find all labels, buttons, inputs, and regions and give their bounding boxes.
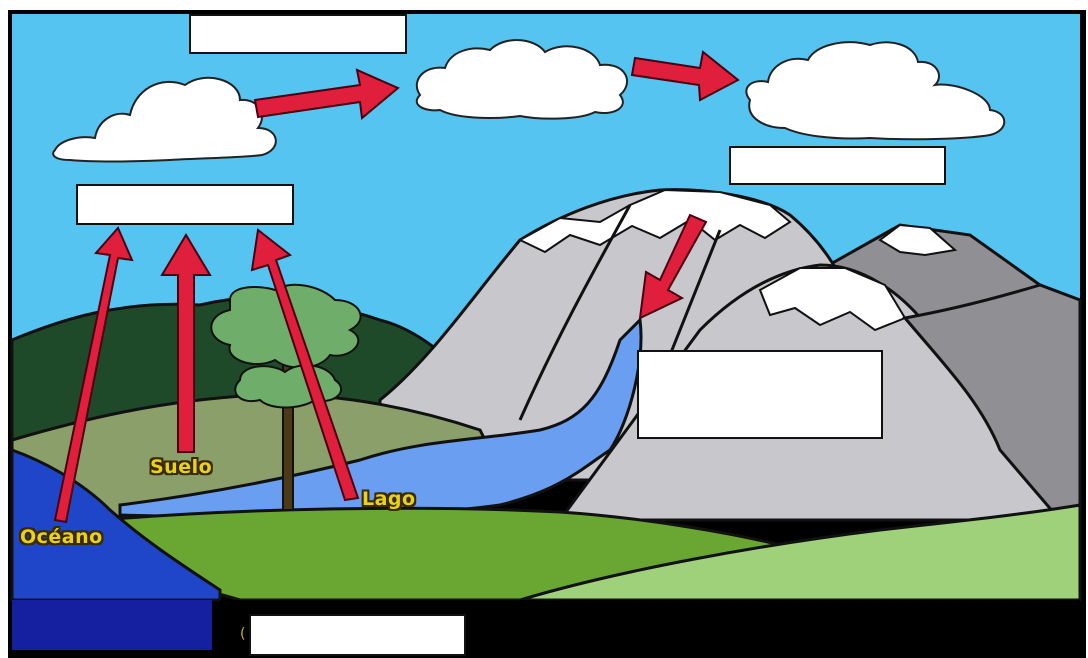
label-soil: Suelo <box>150 456 212 478</box>
blank-box-precipitation[interactable] <box>729 146 946 185</box>
blank-box-evaporation[interactable] <box>76 184 294 225</box>
blank-box-runoff[interactable] <box>637 350 883 439</box>
blank-box-infiltration[interactable] <box>249 614 466 656</box>
label-lake: Lago <box>362 488 416 510</box>
label-ocean: Océano <box>20 526 103 548</box>
svg-text:(: ( <box>240 626 245 642</box>
ocean-bottom <box>12 600 212 650</box>
blank-box-condensation[interactable] <box>189 14 407 54</box>
